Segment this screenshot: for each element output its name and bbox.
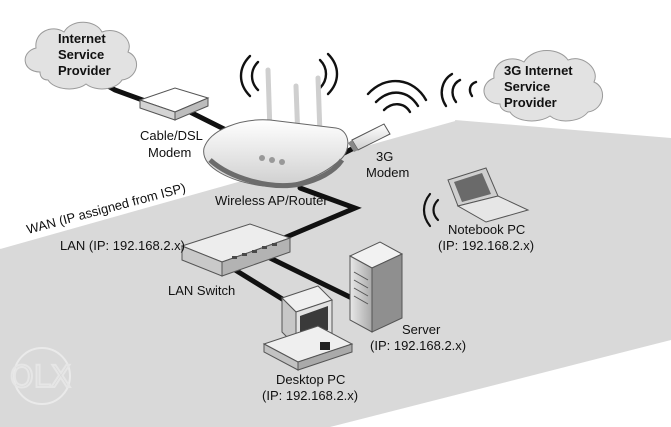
server-icon: [348, 241, 404, 333]
isp-line-3: Provider: [58, 63, 111, 78]
desktop-label-1: Desktop PC: [276, 372, 345, 387]
3g-modem-label-2: Modem: [366, 165, 409, 180]
server-label-1: Server: [402, 322, 441, 337]
olx-watermark: OLX: [9, 347, 72, 405]
floor-plane: [0, 120, 671, 427]
isp-line-1: Internet: [58, 31, 106, 46]
isp-cloud: Internet Service Provider: [24, 21, 137, 90]
lan-label: LAN (IP: 192.168.2.x): [60, 238, 185, 253]
lan-switch-icon: [180, 223, 292, 277]
server-label-2: (IP: 192.168.2.x): [370, 338, 466, 353]
wireless-waves-3g-icon: [366, 72, 478, 114]
isp-line-2: Service: [58, 47, 104, 62]
modem-label-1: Cable/DSL: [140, 128, 203, 143]
isp-3g-line-3: Provider: [504, 95, 557, 110]
desktop-pc-icon: [262, 285, 354, 371]
cable-switch-server: [267, 255, 363, 305]
notebook-label-2: (IP: 192.168.2.x): [438, 238, 534, 253]
cable-router-switch: [281, 185, 362, 241]
isp-3g-line-1: 3G Internet: [504, 63, 573, 78]
isp-3g-line-2: Service: [504, 79, 550, 94]
desktop-label-2: (IP: 192.168.2.x): [262, 388, 358, 403]
wireless-router-icon: [203, 67, 349, 189]
wireless-waves-router-icon: [239, 52, 339, 98]
notebook-label-1: Notebook PC: [448, 222, 525, 237]
router-label: Wireless AP/Router: [215, 193, 328, 208]
cable-dsl-modem-icon: [138, 87, 210, 121]
modem-label-2: Modem: [148, 145, 191, 160]
3g-modem-icon: [348, 123, 391, 152]
3g-modem-label-1: 3G: [376, 149, 393, 164]
wireless-waves-notebook-icon: [422, 192, 440, 228]
isp-3g-cloud: 3G Internet Service Provider: [483, 50, 603, 122]
lan-switch-label: LAN Switch: [168, 283, 235, 298]
notebook-pc-icon: [447, 167, 530, 223]
svg-text:OLX: OLX: [10, 360, 71, 395]
wan-lan-divider: [0, 119, 456, 249]
